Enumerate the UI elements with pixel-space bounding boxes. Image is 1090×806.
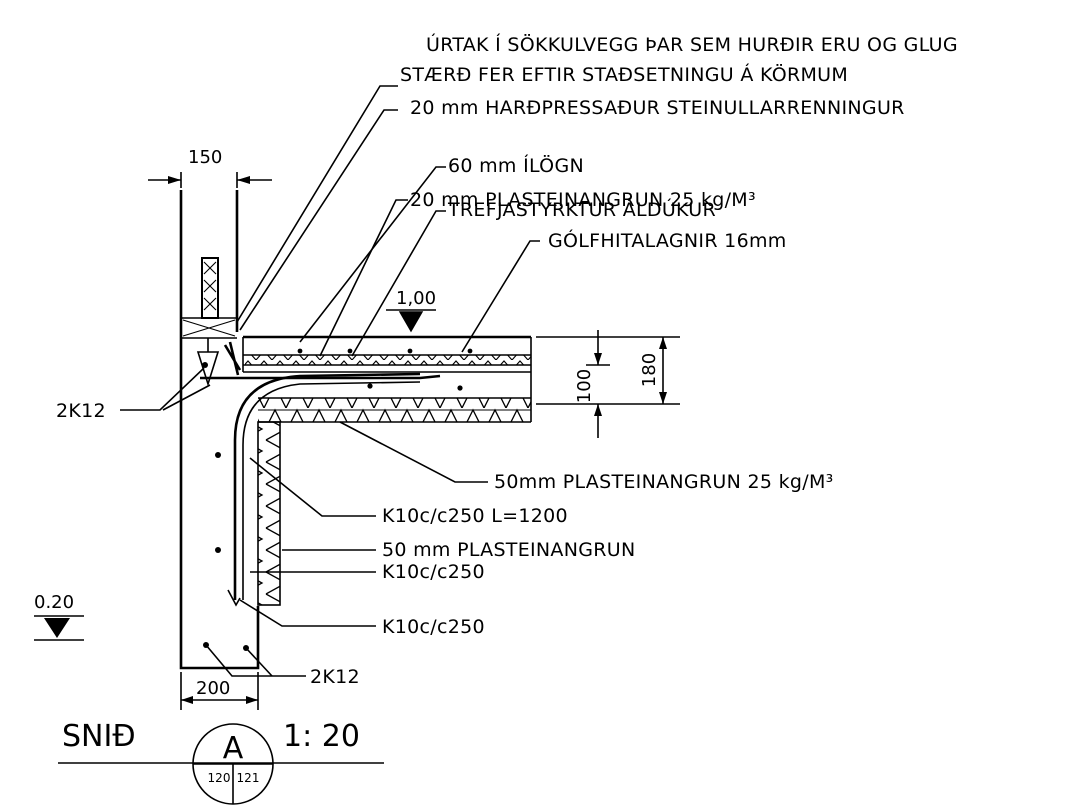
wall-insulation <box>257 421 281 606</box>
reinforcement-bars <box>200 341 463 651</box>
label-foil: TREFJASTYRKTUR ÁLDÚKUR <box>447 197 716 221</box>
annotation-labels: ÚRTAK Í SÖKKULVEGG ÞAR SEM HURÐIR ERU OG… <box>56 32 958 688</box>
label-2k12-left: 2K12 <box>56 400 106 422</box>
label-2k12-bottom: 2K12 <box>310 666 360 688</box>
label-wall-insulation: 50 mm PLASTEINANGRUN <box>382 539 636 561</box>
dim-wall-top: 150 <box>188 147 222 168</box>
ref-sheet-right: 121 <box>237 771 260 785</box>
dimension-labels: 150 200 180 100 1,00 0.20 <box>34 147 660 699</box>
label-eps-50mm: 50mm PLASTEINANGRUN 25 kg/M³ <box>494 471 834 493</box>
section-letter: A <box>223 731 244 766</box>
level-marker-floor <box>386 309 436 333</box>
label-eps-20mm: 20 mm PLASTEINANGRUN 25 kg/M³ <box>410 189 756 211</box>
title-block: SNIÐ A 120 121 1: 20 <box>58 719 384 805</box>
dim-slab-total: 180 <box>639 353 660 387</box>
label-screed: 60 mm ÍLÖGN <box>448 154 584 177</box>
floor-slab <box>242 335 532 423</box>
dim-wall-bottom: 200 <box>196 678 230 699</box>
door-frame-bracket <box>196 257 220 387</box>
level-marker-footing <box>34 615 84 641</box>
label-size: STÆRÐ FER EFTIR STAÐSETNINGU Á KÖRMUM <box>400 63 848 86</box>
foundation-wall <box>179 190 260 670</box>
scale-label: 1: 20 <box>283 719 360 754</box>
dim-slab-inner: 100 <box>574 369 595 403</box>
level-footing-label: 0.20 <box>34 592 74 613</box>
section-title: SNIÐ <box>62 719 136 754</box>
label-rebar-2: K10c/c250 <box>382 616 485 638</box>
level-floor-label: 1,00 <box>396 288 436 309</box>
label-rebar-l1200: K10c/c250 L=1200 <box>382 505 568 527</box>
ref-sheet-left: 120 <box>208 771 231 785</box>
dimension-marks <box>148 172 680 710</box>
label-rockwool-strip: 20 mm HARÐPRESSAÐUR STEINULLARRENNINGUR <box>410 97 905 119</box>
label-rebar-1: K10c/c250 <box>382 561 485 583</box>
label-floor-heating: GÓLFHITALAGNIR 16mm <box>548 228 787 252</box>
leader-lines <box>120 85 540 677</box>
label-cutout: ÚRTAK Í SÖKKULVEGG ÞAR SEM HURÐIR ERU OG… <box>426 32 958 56</box>
